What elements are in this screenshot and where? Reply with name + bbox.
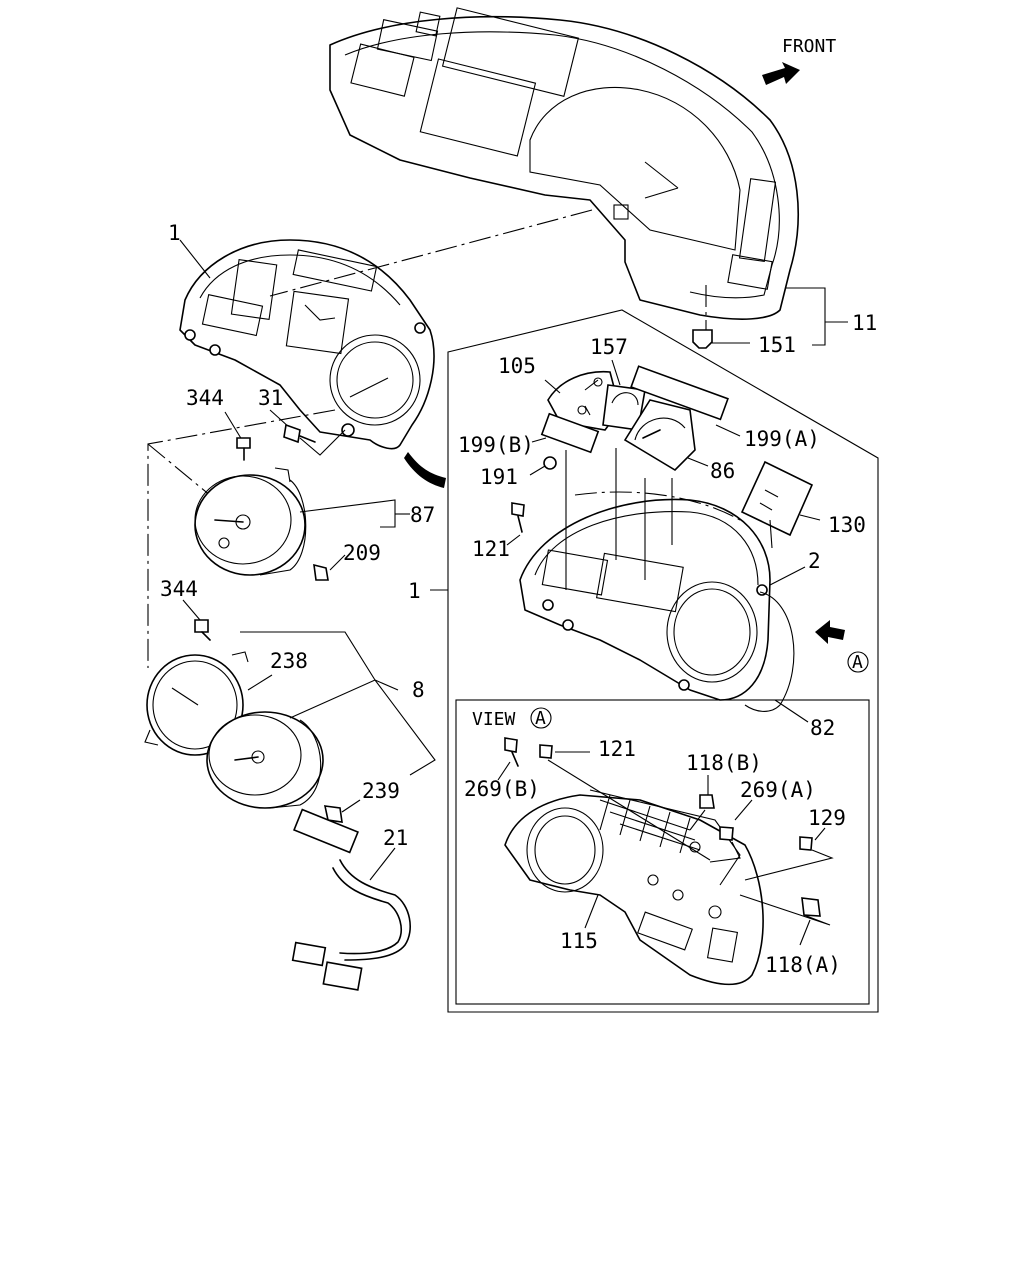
label-115: 115	[560, 929, 598, 953]
label-199a: 199(A)	[744, 427, 820, 451]
front-label: FRONT	[782, 36, 836, 57]
bulb-118b: 118(B)	[686, 751, 762, 831]
part-151-clip	[692, 329, 750, 349]
label-269a: 269(A)	[740, 778, 816, 802]
label-209: 209	[343, 541, 381, 565]
indicator-strip-199b: 199(B)	[458, 412, 600, 457]
lens-130: 130	[740, 460, 866, 537]
cluster-assembly-1: 1	[168, 221, 435, 450]
label-129: 129	[808, 806, 846, 830]
label-199b: 199(B)	[458, 433, 534, 457]
view-arrow-icon	[815, 620, 845, 644]
label-118b: 118(B)	[686, 751, 762, 775]
label-344-upper: 344	[186, 386, 224, 410]
label-238: 238	[270, 649, 308, 673]
label-239: 239	[362, 779, 400, 803]
speedometer-plate-86: 86	[623, 399, 735, 483]
screw-31: 31	[258, 386, 346, 456]
view-label: VIEW	[472, 709, 516, 730]
view-a-marker: A	[815, 620, 869, 673]
screw-269a: 269(A)	[709, 778, 816, 863]
gauge-87: 87	[194, 467, 435, 576]
curved-arrow-icon	[404, 452, 446, 488]
bracket-11	[785, 287, 848, 346]
label-344-lower: 344	[160, 577, 198, 601]
label-157: 157	[590, 335, 628, 359]
front-direction-indicator: FRONT	[762, 36, 836, 85]
screw-269b: 269(B)	[464, 737, 540, 801]
view-label-marker: A	[535, 708, 546, 729]
rear-cover-82: 82	[744, 591, 835, 740]
exploded-view-box: 1	[408, 309, 879, 1013]
view-a-box: VIEW A	[455, 699, 870, 1005]
bulb-239: 239	[323, 779, 400, 823]
label-86: 86	[710, 459, 735, 483]
label-105: 105	[498, 354, 536, 378]
screw-191: 191	[480, 456, 557, 489]
dashboard-panel	[329, 7, 799, 320]
face-panel-105: 105	[498, 354, 621, 431]
harness-21: 21	[291, 808, 411, 991]
indicator-strip-199a: 199(A)	[630, 365, 820, 451]
label-118a: 118(A)	[765, 953, 841, 977]
label-87: 87	[410, 503, 435, 527]
screw-344-upper: 344	[186, 386, 251, 461]
label-2: 2	[808, 549, 821, 573]
gauge-8: 8	[206, 631, 436, 809]
label-121-lower: 121	[598, 737, 636, 761]
screw-129: 129	[744, 806, 846, 881]
view-marker-circle: A	[852, 652, 863, 673]
label-11: 11	[852, 311, 877, 335]
cluster-case-2: 2	[519, 448, 821, 701]
bulb-118a: 118(A)	[739, 894, 841, 977]
front-arrow-icon	[762, 62, 800, 85]
label-31: 31	[258, 386, 283, 410]
circuit-board-115: 115	[504, 759, 764, 986]
screw-121-lower: 121	[539, 737, 636, 761]
bulb-209: 209	[313, 541, 381, 581]
label-82: 82	[810, 716, 835, 740]
screw-344-lower: 344	[160, 577, 211, 641]
label-21: 21	[383, 826, 408, 850]
label-269b: 269(B)	[464, 777, 540, 801]
label-130: 130	[828, 513, 866, 537]
screw-121-upper: 121	[472, 502, 525, 561]
label-1-top: 1	[168, 221, 181, 245]
label-151: 151	[758, 333, 796, 357]
label-191: 191	[480, 465, 518, 489]
label-1-left: 1	[408, 579, 421, 603]
label-121-upper: 121	[472, 537, 510, 561]
label-8: 8	[412, 678, 425, 702]
gauge-plate-157: 157	[590, 335, 646, 431]
